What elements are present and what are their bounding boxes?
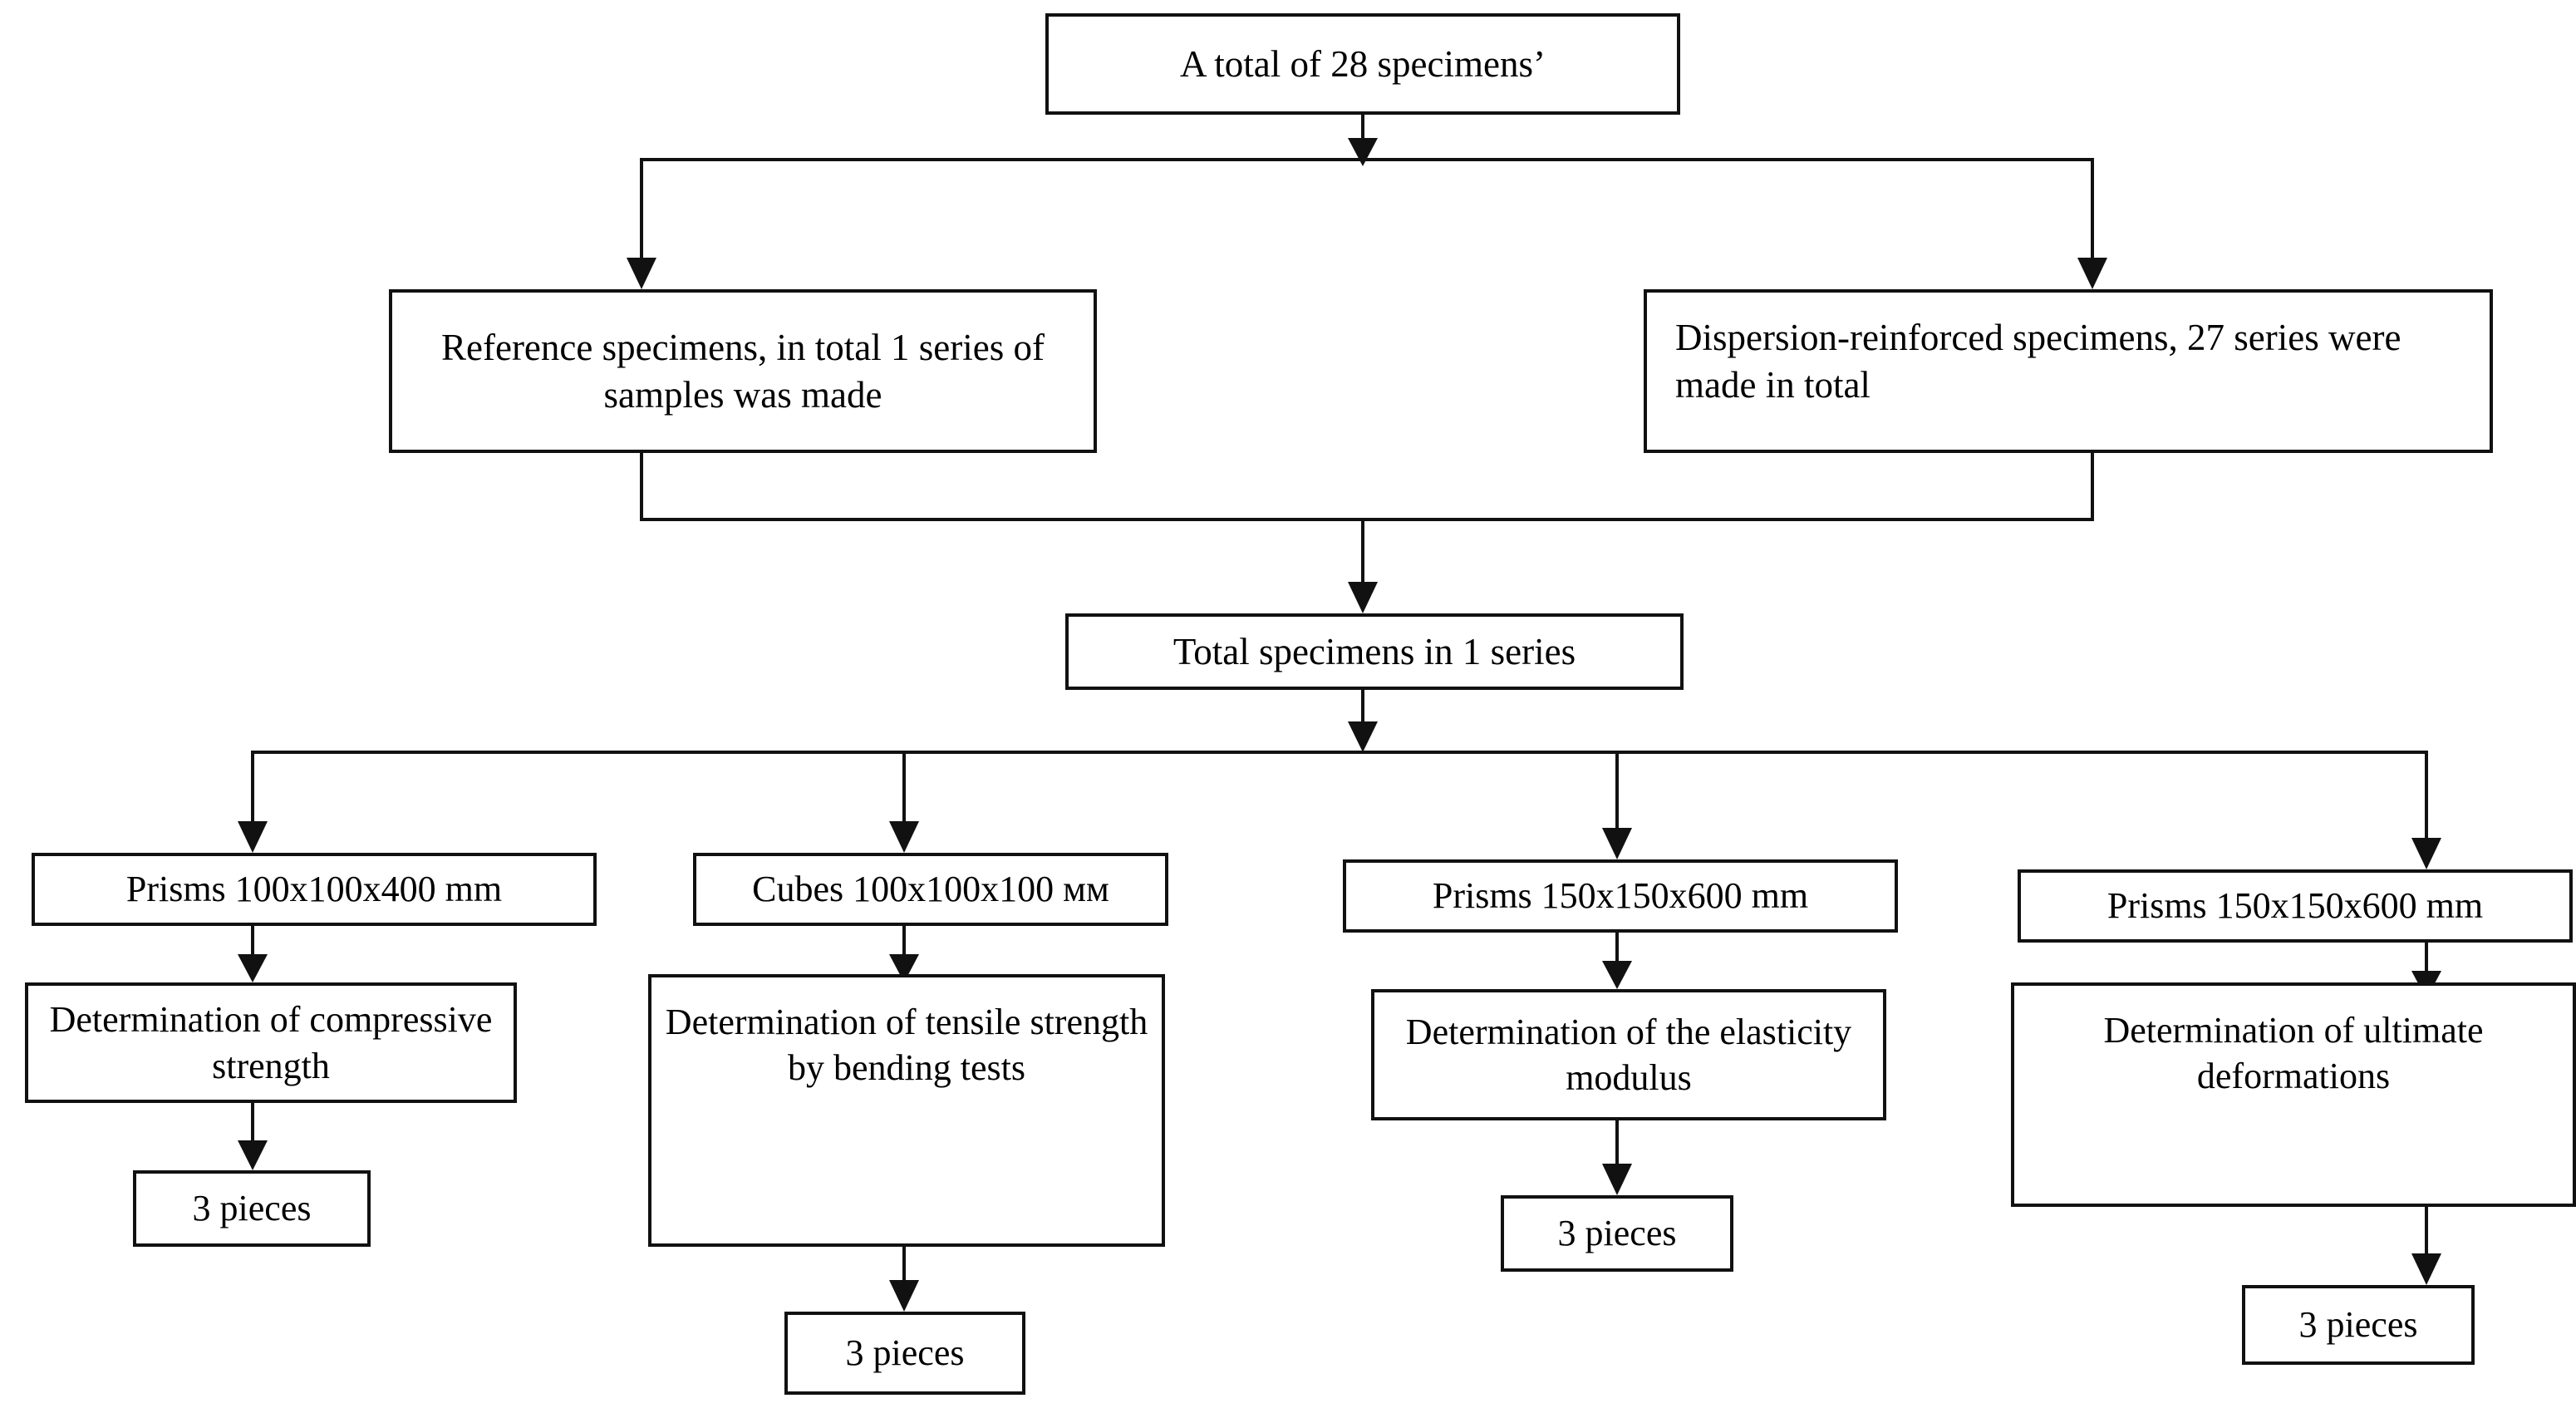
node-test-4-label: Determination of ultimate deformations — [2103, 1010, 2484, 1097]
node-test-4[interactable]: Determination of ultimate deformations — [2011, 982, 2576, 1207]
arrowhead-branch-4 — [2411, 838, 2441, 869]
node-quantity-4[interactable]: 3 pieces — [2242, 1285, 2475, 1365]
node-total-specimens[interactable]: A total of 28 specimens’ — [1045, 13, 1680, 115]
arrowhead-test3-qty3 — [1602, 1164, 1632, 1195]
node-quantity-3-label: 3 pieces — [1557, 1213, 1677, 1254]
node-quantity-3[interactable]: 3 pieces — [1501, 1195, 1733, 1272]
arrowhead-spec3-test3 — [1602, 961, 1632, 989]
node-specimen-3[interactable]: Prisms 150x150x600 mm — [1343, 859, 1898, 933]
node-test-1-label: Determination of compressive strength — [49, 999, 493, 1086]
arrowhead-to-total-series — [1348, 582, 1378, 613]
node-test-2-label: Determination of tensile strength by ben… — [665, 1002, 1148, 1089]
node-dispersion-reinforced-specimens[interactable]: Dispersion-reinforced specimens, 27 seri… — [1644, 289, 2493, 453]
arrowhead-spec1-test1 — [238, 954, 268, 982]
node-total-specimens-in-series-label: Total specimens in 1 series — [1172, 630, 1576, 672]
arrowhead-branch-2 — [889, 821, 919, 853]
node-reference-specimens[interactable]: Reference specimens, in total 1 series o… — [389, 289, 1097, 453]
node-reference-specimens-label: Reference specimens, in total 1 series o… — [441, 326, 1045, 416]
node-specimen-1-label: Prisms 100x100x400 mm — [125, 869, 503, 910]
node-quantity-4-label: 3 pieces — [2298, 1304, 2418, 1346]
node-quantity-1[interactable]: 3 pieces — [133, 1170, 371, 1247]
node-specimen-2-label: Cubes 100x100x100 мм — [752, 869, 1109, 910]
node-dispersion-reinforced-specimens-label: Dispersion-reinforced specimens, 27 seri… — [1675, 317, 2401, 406]
node-total-specimens-label: A total of 28 specimens’ — [1180, 42, 1546, 85]
arrowhead-to-dispersion — [2077, 258, 2107, 289]
node-specimen-2[interactable]: Cubes 100x100x100 мм — [693, 853, 1168, 926]
node-quantity-2-label: 3 pieces — [845, 1332, 965, 1374]
node-test-1[interactable]: Determination of compressive strength — [25, 982, 517, 1103]
node-total-specimens-in-series[interactable]: Total specimens in 1 series — [1065, 613, 1684, 690]
node-specimen-1[interactable]: Prisms 100x100x400 mm — [32, 853, 597, 926]
arrowhead-root-split — [1348, 138, 1378, 166]
arrowhead-branch-3 — [1602, 828, 1632, 859]
node-test-3-label: Determination of the elasticity modulus — [1405, 1011, 1852, 1098]
arrowhead-test2-qty2 — [889, 1280, 919, 1312]
node-test-2[interactable]: Determination of tensile strength by ben… — [648, 974, 1165, 1247]
arrowhead-to-reference — [627, 258, 656, 289]
arrowhead-test1-qty1 — [238, 1140, 268, 1170]
node-test-3[interactable]: Determination of the elasticity modulus — [1371, 989, 1886, 1120]
arrowhead-branch-1 — [238, 821, 268, 853]
node-quantity-1-label: 3 pieces — [192, 1188, 312, 1229]
node-specimen-4[interactable]: Prisms 150x150x600 mm — [2018, 869, 2573, 943]
node-quantity-2[interactable]: 3 pieces — [784, 1312, 1025, 1395]
arrowhead-to-branch-bar — [1348, 721, 1378, 752]
node-specimen-3-label: Prisms 150x150x600 mm — [1432, 875, 1809, 917]
arrowhead-test4-qty4 — [2411, 1253, 2441, 1285]
node-specimen-4-label: Prisms 150x150x600 mm — [2107, 885, 2484, 927]
